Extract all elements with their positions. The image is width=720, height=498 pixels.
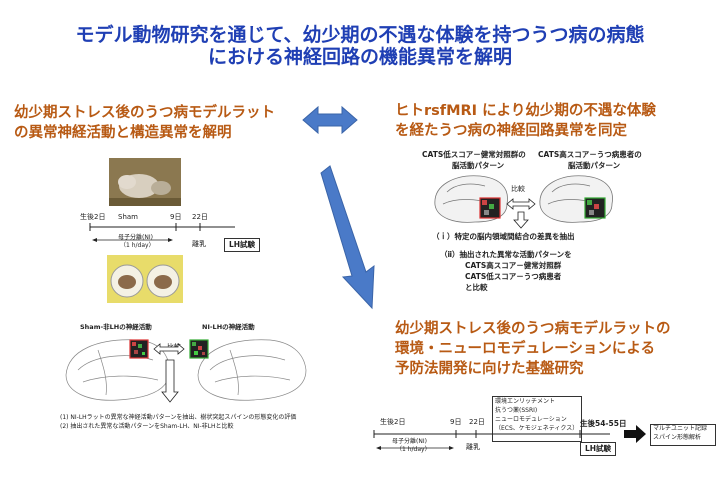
human-brain-right-label1: CATS高スコア－うつ病患者の (538, 150, 642, 159)
page-title-line2: における神経回路の機能異常を解明 (207, 46, 512, 68)
left-birth-day: 生後2日 (80, 213, 106, 221)
human-down-arrow-icon (513, 211, 529, 229)
rb-heading-line1: 幼少期ストレス後のうつ病モデルラットの (395, 321, 671, 337)
left-activity-matrix (129, 339, 149, 359)
human-compare: 比較 (511, 185, 525, 193)
brain-label-ni: NI-LHの神経活動 (202, 323, 255, 331)
result-box (650, 424, 716, 446)
intervention-2: 抗うつ薬(SSRI) (495, 407, 538, 414)
rb-separation: 母子分離(NI) (392, 438, 427, 445)
step-2-line4: と比較 (465, 283, 488, 292)
left-note-1: (1) NI-LHラットの異常な神経活動パターンを抽出、樹状突起スパインの形態変… (60, 414, 297, 421)
step-2-line1: （ⅱ）抽出された異常な活動パターンを (440, 250, 572, 259)
result-arrow-icon (624, 425, 646, 443)
human-compare-arrow-icon (506, 198, 536, 210)
rb-hours: （1 h/day） (396, 446, 431, 453)
rat-brain-right-icon (197, 339, 307, 401)
rb-day22: 22日 (469, 418, 485, 426)
left-hours: （1 h/day） (120, 242, 155, 249)
intervention-3: ニューロモデュレーション (495, 416, 567, 423)
step-1: （ｉ）特定の脳内領域間結合の差異を抽出 (432, 232, 575, 241)
rb-birth-day: 生後2日 (380, 418, 406, 426)
page-title-line1: モデル動物研究を通じて、幼少期の不遇な体験を持つうつ病の病態 (75, 24, 645, 46)
intervention-4: （ECS、ケモジェネティクス） (495, 425, 579, 432)
rb-lh-test: LH試験 (580, 442, 617, 456)
right-activity-matrix (189, 339, 209, 359)
human-brain-diagrams (434, 175, 613, 229)
rat-photo (109, 158, 181, 206)
left-day9: 9日 (170, 213, 182, 221)
left-heading-line1: 幼少期ストレス後のうつ病モデルラット (14, 105, 275, 121)
diagonal-arrow-icon (320, 165, 375, 310)
human-right-matrix (584, 197, 606, 219)
left-day22: 22日 (192, 213, 208, 221)
result-2: スパイン形態解析 (653, 434, 702, 441)
left-timeline (89, 223, 235, 242)
rb-heading-line3: 予防法開発に向けた基盤研究 (395, 361, 584, 377)
left-note-2: (2) 抽出された異常な活動パターンをSham-LH、NI-非LHと比較 (60, 423, 234, 430)
result-1: マルチユニット記録 (653, 425, 708, 432)
human-left-matrix (479, 197, 501, 219)
down-arrow-icon (161, 359, 179, 403)
rb-day9: 9日 (450, 418, 462, 426)
human-brain-left-label2: 脳活動パターン (452, 161, 505, 170)
rat-brain-sections (65, 339, 307, 403)
right-heading-line1: ヒトrsfMRI により幼少期の不遇な体験 (395, 103, 656, 119)
left-lh-test: LH試験 (224, 238, 261, 252)
human-brain-left-label1: CATS低スコア－健常対照群の (422, 150, 526, 159)
rb-weaning: 離乳 (466, 443, 480, 451)
brain-label-sham: Sham-非LHの神経活動 (80, 323, 152, 331)
rb-heading-line2: 環境・ニューロモデュレーションによる (395, 341, 655, 357)
left-separation: 母子分離(NI) (118, 234, 153, 241)
compare-arrow-icon (153, 343, 185, 355)
human-brain-right-label2: 脳活動パターン (568, 161, 621, 170)
step-2-line3: CATS低スコア－うつ病患者 (465, 272, 562, 281)
intervention-1: 環境エンリッチメント (495, 398, 556, 405)
rb-timeline (373, 425, 646, 450)
left-sham-label: Sham (118, 213, 138, 221)
left-heading-line2: の異常神経活動と構造異常を解明 (14, 125, 232, 141)
rb-after: 生後54-55日 (580, 419, 627, 428)
double-arrow-icon (302, 105, 358, 135)
dish-photo (107, 255, 183, 303)
right-heading-line2: を経たうつ病の神経回路異常を同定 (395, 123, 627, 139)
step-2-line2: CATS高スコア－健常対照群 (465, 261, 562, 270)
left-weaning: 離乳 (192, 240, 206, 248)
